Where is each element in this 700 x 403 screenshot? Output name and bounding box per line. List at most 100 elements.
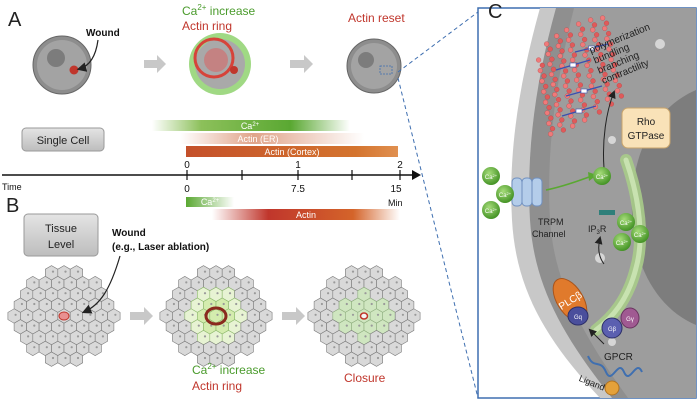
cell-nucleus (339, 292, 342, 295)
actin-monomer (541, 89, 547, 95)
actin-monomer (591, 22, 598, 28)
time-label: Time (2, 182, 22, 192)
actin-monomer (550, 81, 556, 88)
actin-ring (193, 37, 235, 79)
b-ca-increase-label: Ca2+ increase (192, 362, 265, 377)
ip3r-label: IP3R (588, 224, 607, 236)
cell-nucleus (327, 313, 330, 316)
cell-nucleus (216, 270, 219, 273)
myosin-motor (580, 88, 588, 94)
timeline-arrowhead (412, 170, 421, 180)
cell-nucleus (395, 281, 398, 284)
actin-monomer (546, 105, 552, 111)
cell-nucleus (345, 324, 348, 327)
tissue-wounded (7, 265, 121, 367)
cell-nucleus (345, 281, 348, 284)
cell-nucleus (70, 281, 73, 284)
flow-arrow (130, 307, 153, 325)
cell-nucleus (20, 324, 23, 327)
ligand (604, 380, 620, 396)
actin-monomer (600, 15, 606, 21)
cell-nucleus (197, 281, 200, 284)
cell-nucleus (320, 302, 323, 306)
cell-nucleus (389, 292, 392, 295)
tissue-label-line2: Level (48, 239, 74, 251)
cell-nucleus (370, 302, 373, 306)
cell-nucleus (203, 356, 207, 360)
bar-actin-cortex-label: Actin (Cortex) (264, 147, 319, 157)
cell-nucleus (320, 324, 323, 327)
cell-nucleus (376, 335, 380, 338)
cell-nucleus (228, 335, 232, 338)
myosin-motor (588, 45, 595, 51)
actin-monomer (592, 37, 598, 43)
cell-nucleus (58, 324, 61, 327)
actin-monomer (581, 102, 587, 108)
actin-monomer (541, 73, 547, 79)
cell-nucleus (351, 313, 355, 316)
cell-nucleus (108, 324, 111, 327)
cell-actin-reset (346, 38, 402, 94)
cell-nucleus (376, 356, 380, 360)
actin-monomer (564, 27, 570, 33)
cell-nucleus (89, 335, 92, 338)
actin-monomer (566, 37, 572, 43)
timeline-ticks (186, 170, 401, 180)
b-actin-ring-label: Actin ring (192, 379, 242, 393)
cell-nucleus (383, 346, 386, 349)
cell-ca-increase (189, 33, 251, 95)
cell-nucleus (345, 346, 348, 349)
actin-monomer (614, 88, 621, 94)
rho-gtpase-box (621, 107, 671, 149)
cell-nucleus (27, 313, 30, 316)
tick-lower-2: 15 (390, 184, 402, 195)
cell-nucleus (203, 292, 207, 295)
cell-nucleus (45, 346, 48, 349)
cell-nucleus (222, 346, 225, 349)
actin-monomer (548, 131, 554, 137)
cell-nucleus (191, 313, 194, 316)
tissue-label-line1: Tissue (45, 223, 77, 235)
ca-ion: Ca2+ (482, 167, 500, 185)
gpcr-label: GPCR (604, 352, 633, 363)
actin-monomer (547, 46, 553, 52)
cell-nucleus (101, 313, 104, 316)
svg-text:Ca2+: Ca2+ (485, 173, 498, 181)
cell-nucleus (51, 313, 55, 316)
cell-nucleus (247, 346, 250, 349)
bar-ca-single-label: Ca2+ (241, 121, 260, 131)
myosin-motor (575, 108, 583, 114)
cell-nucleus (364, 356, 367, 360)
tick-lower-0: 0 (184, 184, 190, 195)
cell-nucleus (260, 302, 263, 306)
actin-monomer (557, 122, 563, 128)
cell-nucleus (351, 270, 355, 273)
actin-monomer (606, 91, 612, 97)
actin-monomer (557, 38, 563, 44)
cell-nucleus (39, 313, 42, 316)
cell-nucleus (414, 313, 417, 316)
cell-nucleus (51, 270, 55, 273)
cell-nucleus (58, 346, 61, 349)
bar-actin-tissue-label: Actin (296, 210, 316, 220)
svg-text:Ca2+: Ca2+ (596, 173, 609, 181)
cell-nucleus (95, 324, 98, 327)
actin-monomer (552, 92, 558, 98)
cell-nucleus (33, 281, 36, 284)
cell-nucleus (197, 302, 200, 306)
cell-nucleus (253, 292, 256, 295)
actin-monomer (602, 71, 608, 77)
actin-monomer (600, 76, 606, 82)
single-cell-box (21, 127, 105, 152)
actin-monomer (557, 53, 563, 59)
cell-nucleus (166, 313, 169, 316)
actin-monomer (590, 27, 596, 33)
cell-nucleus (95, 281, 98, 284)
cell-nucleus (370, 324, 373, 327)
cell-nucleus (241, 313, 244, 316)
actin-monomer (584, 62, 590, 68)
tissue-cell (388, 340, 402, 356)
cell-nucleus (389, 335, 392, 338)
tissue-closing-wound (359, 312, 369, 320)
cell-nucleus (364, 292, 367, 295)
